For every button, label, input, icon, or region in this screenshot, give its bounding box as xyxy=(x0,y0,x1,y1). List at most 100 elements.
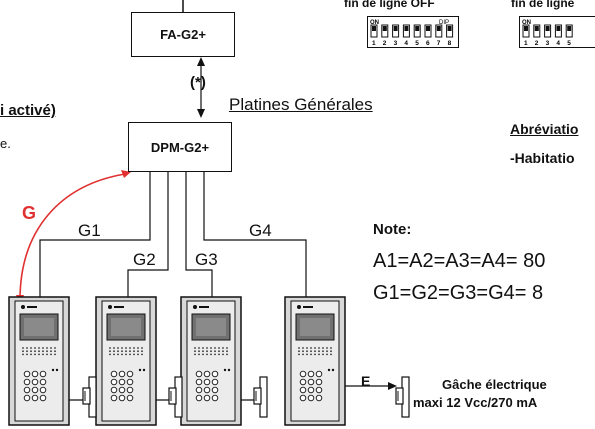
dip-lever xyxy=(567,26,572,31)
speaker-hole xyxy=(109,353,111,356)
keypad-key xyxy=(195,394,203,402)
habitation-text: -Habitatio xyxy=(510,150,575,166)
keypad-key xyxy=(31,386,39,394)
fa-g2-label: FA-G2+ xyxy=(160,27,206,42)
dip-number: 4 xyxy=(556,40,560,47)
dip-dip-label: DIP xyxy=(439,20,449,26)
speaker-hole xyxy=(226,350,228,353)
speaker-hole xyxy=(129,347,131,349)
speaker-hole xyxy=(141,347,143,349)
e-label: E xyxy=(361,373,371,389)
speaker-hole xyxy=(310,353,312,356)
dip-number: 5 xyxy=(415,40,419,47)
speaker-hole xyxy=(141,353,143,356)
dip-number: 4 xyxy=(404,40,408,47)
dip-right-title: fin de ligne xyxy=(511,0,575,10)
speaker-hole xyxy=(318,353,320,356)
speaker-hole xyxy=(318,347,320,349)
speaker-hole xyxy=(218,347,220,349)
dip-lever xyxy=(556,26,561,31)
fa-g2-box: FA-G2+ xyxy=(131,12,235,57)
speaker-hole xyxy=(318,350,320,353)
speaker-hole xyxy=(125,353,127,356)
speaker-hole xyxy=(46,350,48,353)
dip-number: 2 xyxy=(383,40,387,47)
speaker-hole xyxy=(46,347,48,349)
speaker-hole xyxy=(42,347,44,349)
camera-icon xyxy=(193,305,197,309)
keypad-key xyxy=(195,370,203,378)
speaker-hole xyxy=(26,347,28,349)
speaker-hole xyxy=(113,353,115,356)
note-line-2: G1=G2=G3=G4= 8 xyxy=(373,282,544,304)
abbrev-title: Abréviatio xyxy=(510,121,579,137)
speaker-hole xyxy=(314,347,316,349)
keypad-key xyxy=(126,386,134,394)
speaker-hole xyxy=(314,350,316,353)
dip-number: 6 xyxy=(426,40,430,47)
speaker-hole xyxy=(22,353,24,356)
speaker-hole xyxy=(34,353,36,356)
dip-left-title: fin de ligne OFF xyxy=(344,0,435,10)
keypad-key xyxy=(23,378,31,386)
keypad-key xyxy=(118,386,126,394)
speaker-hole xyxy=(210,353,212,356)
speaker-hole xyxy=(322,347,324,349)
speaker-hole xyxy=(330,353,332,356)
speaker-hole xyxy=(194,353,196,356)
speaker-hole xyxy=(109,350,111,353)
dip-number: 7 xyxy=(437,40,441,47)
keypad-key xyxy=(315,370,323,378)
wire-g2 xyxy=(127,172,169,298)
keypad-key xyxy=(299,394,307,402)
speaker-hole xyxy=(222,353,224,356)
speaker-hole xyxy=(218,353,220,356)
g-red-curve xyxy=(19,173,126,301)
keypad-key xyxy=(203,386,211,394)
keypad-key xyxy=(211,394,219,402)
speaker-hole xyxy=(214,353,216,356)
speaker-hole xyxy=(330,347,332,349)
speaker-hole xyxy=(298,347,300,349)
keypad-key xyxy=(118,394,126,402)
keypad-key xyxy=(23,370,31,378)
left-partial-title: i activé) xyxy=(0,102,56,119)
speaker-hole xyxy=(38,350,40,353)
note-title: Note: xyxy=(373,221,412,238)
keypad-key xyxy=(39,370,47,378)
door-strike-icon xyxy=(168,376,183,418)
dip-number: 1 xyxy=(372,40,376,47)
keypad-key xyxy=(39,386,47,394)
keypad-key xyxy=(203,370,211,378)
dip-number: 3 xyxy=(394,40,398,47)
keypad-key xyxy=(203,378,211,386)
speaker-hole xyxy=(198,350,200,353)
dip-number: 8 xyxy=(448,40,452,47)
keypad-key xyxy=(31,370,39,378)
dip-lever xyxy=(534,26,539,31)
dpm-g2-label: DPM-G2+ xyxy=(150,139,210,155)
speaker-hole xyxy=(30,350,32,353)
speaker-hole xyxy=(109,347,111,349)
keypad-key xyxy=(110,386,118,394)
dip-lever xyxy=(393,26,398,31)
dip-lever xyxy=(436,26,441,31)
speaker-hole xyxy=(26,350,28,353)
speaker-hole xyxy=(54,350,56,353)
speaker-hole xyxy=(302,353,304,356)
speaker-hole xyxy=(113,347,115,349)
gache-line-2: maxi 12 Vcc/270 mA xyxy=(413,395,538,410)
door-strike-icon xyxy=(253,376,268,418)
keypad-key xyxy=(211,378,219,386)
keypad-key xyxy=(23,386,31,394)
dip-lever xyxy=(415,26,420,31)
speaker-hole xyxy=(322,353,324,356)
keypad-key xyxy=(110,370,118,378)
keypad-key xyxy=(315,394,323,402)
wire-g3 xyxy=(185,172,213,298)
keypad-key xyxy=(307,378,315,386)
g3-label: G3 xyxy=(195,250,218,269)
keypad-key xyxy=(315,378,323,386)
